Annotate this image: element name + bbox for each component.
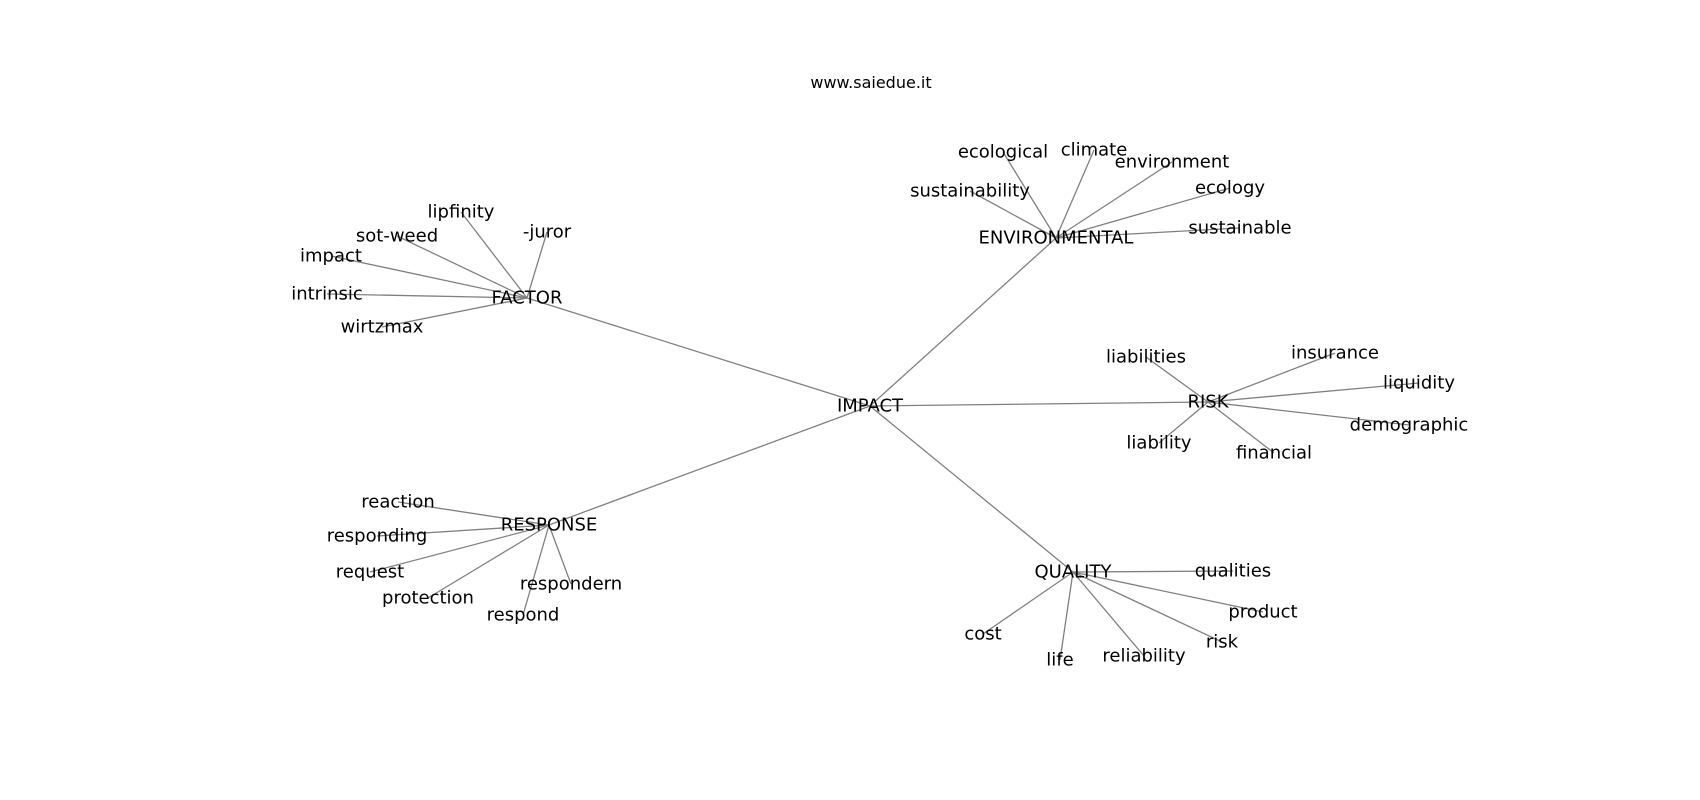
leaf-node-label-wirtzmax: wirtzmax	[341, 317, 424, 338]
edge-response-to-responding	[376, 524, 550, 537]
branch-node-label-environmental: ENVIRONMENTAL	[979, 228, 1134, 249]
root-node-label: IMPACT	[837, 396, 904, 417]
edge-risk-to-liability	[1158, 401, 1209, 444]
leaf-node-label-request: request	[336, 562, 404, 583]
edge-quality-to-risk	[1072, 571, 1223, 643]
edge-environmental-to-ecology	[1055, 187, 1231, 239]
watermark: www.saiedue.it	[810, 73, 931, 92]
leaf-node-label-product: product	[1228, 602, 1297, 623]
leaf-node-label-life: life	[1046, 650, 1073, 671]
edge-response-to-reaction	[397, 501, 550, 526]
branch-node-label-risk: RISK	[1187, 392, 1229, 413]
leaf-node-label-qualities: qualities	[1195, 561, 1271, 582]
leaf-node-label-ecology: ecology	[1195, 178, 1265, 199]
edge-risk-to-liquidity	[1207, 382, 1420, 403]
edge-response-to-protection	[427, 524, 550, 599]
leaf-node-label-liabilities: liabilities	[1106, 347, 1186, 368]
branch-node-label-quality: QUALITY	[1035, 562, 1113, 583]
leaf-node-label-responding: responding	[327, 526, 428, 547]
edge-response-to-request	[369, 524, 550, 573]
branch-node-label-factor: FACTOR	[492, 288, 563, 309]
leaf-node-label-cost: cost	[964, 624, 1001, 645]
leaf-node-label-respondern: respondern	[520, 574, 622, 595]
edge-layer	[326, 149, 1420, 661]
edge-factor-to-sot-weed	[396, 235, 528, 299]
edge-risk-to-liabilities	[1145, 356, 1209, 403]
leaf-node-label-liquidity: liquidity	[1383, 373, 1455, 394]
edge-risk-to-demographic	[1207, 401, 1410, 426]
edge-factor-to-wirtzmax	[381, 297, 528, 328]
leaf-node-label-climate: climate	[1061, 140, 1128, 161]
edge-risk-to-financial	[1207, 401, 1275, 454]
edge-quality-to-qualities	[1072, 570, 1234, 573]
edge-factor-to-juror	[526, 231, 548, 299]
leaf-node-label-insurance: insurance	[1291, 343, 1379, 364]
leaf-node-label-liability: liability	[1126, 433, 1192, 454]
leaf-node-label-intrinsic: intrinsic	[291, 284, 363, 305]
leaf-node-label-sot-weed: sot-weed	[356, 226, 438, 247]
label-layer: IMPACT ENVIRONMENTAL ecological climateenvi…	[291, 140, 1468, 671]
leaf-node-label-sustainable: sustainable	[1188, 218, 1291, 239]
edge-environmental-to-climate	[1055, 149, 1095, 239]
edge-quality-to-reliability	[1072, 571, 1145, 657]
edge-environmental-to-sustainability	[969, 190, 1057, 239]
edge-factor-to-intrinsic	[326, 293, 528, 299]
edge-factor-to-impact	[330, 255, 528, 299]
edge-root-to-factor	[526, 297, 871, 407]
leaf-node-label-reliability: reliability	[1102, 646, 1186, 667]
leaf-node-label-juror: -juror	[523, 222, 572, 243]
edge-environmental-to-ecological	[1002, 151, 1057, 239]
leaf-node-label-reaction: reaction	[361, 492, 435, 513]
edge-factor-to-lipfinity	[460, 211, 528, 299]
edge-quality-to-product	[1072, 571, 1264, 613]
branch-node-label-response: RESPONSE	[501, 515, 598, 536]
leaf-node-label-financial: financial	[1236, 443, 1312, 464]
leaf-node-label-sustainability: sustainability	[910, 181, 1030, 202]
edge-environmental-to-environment	[1055, 161, 1173, 239]
leaf-node-label-demographic: demographic	[1350, 415, 1469, 436]
leaf-node-label-respond: respond	[487, 605, 560, 626]
edge-environmental-to-sustainable	[1055, 227, 1241, 239]
edge-root-to-environmental	[869, 237, 1057, 407]
leaf-node-label-lipfinity: lipfinity	[428, 202, 495, 223]
edge-root-to-quality	[869, 405, 1074, 573]
edge-root-to-response	[548, 405, 871, 526]
leaf-node-label-environment: environment	[1115, 152, 1230, 173]
edge-quality-to-cost	[982, 571, 1074, 635]
edge-risk-to-insurance	[1207, 352, 1336, 403]
leaf-node-label-ecological: ecological	[958, 142, 1048, 163]
edge-response-to-respondern	[548, 524, 572, 585]
edge-response-to-respond	[522, 524, 550, 616]
edge-root-to-risk	[869, 401, 1209, 407]
leaf-node-label-risk: risk	[1206, 632, 1239, 653]
leaf-node-label-impact: impact	[300, 246, 362, 267]
leaf-node-label-protection: protection	[382, 588, 474, 609]
edge-quality-to-life	[1059, 571, 1074, 661]
